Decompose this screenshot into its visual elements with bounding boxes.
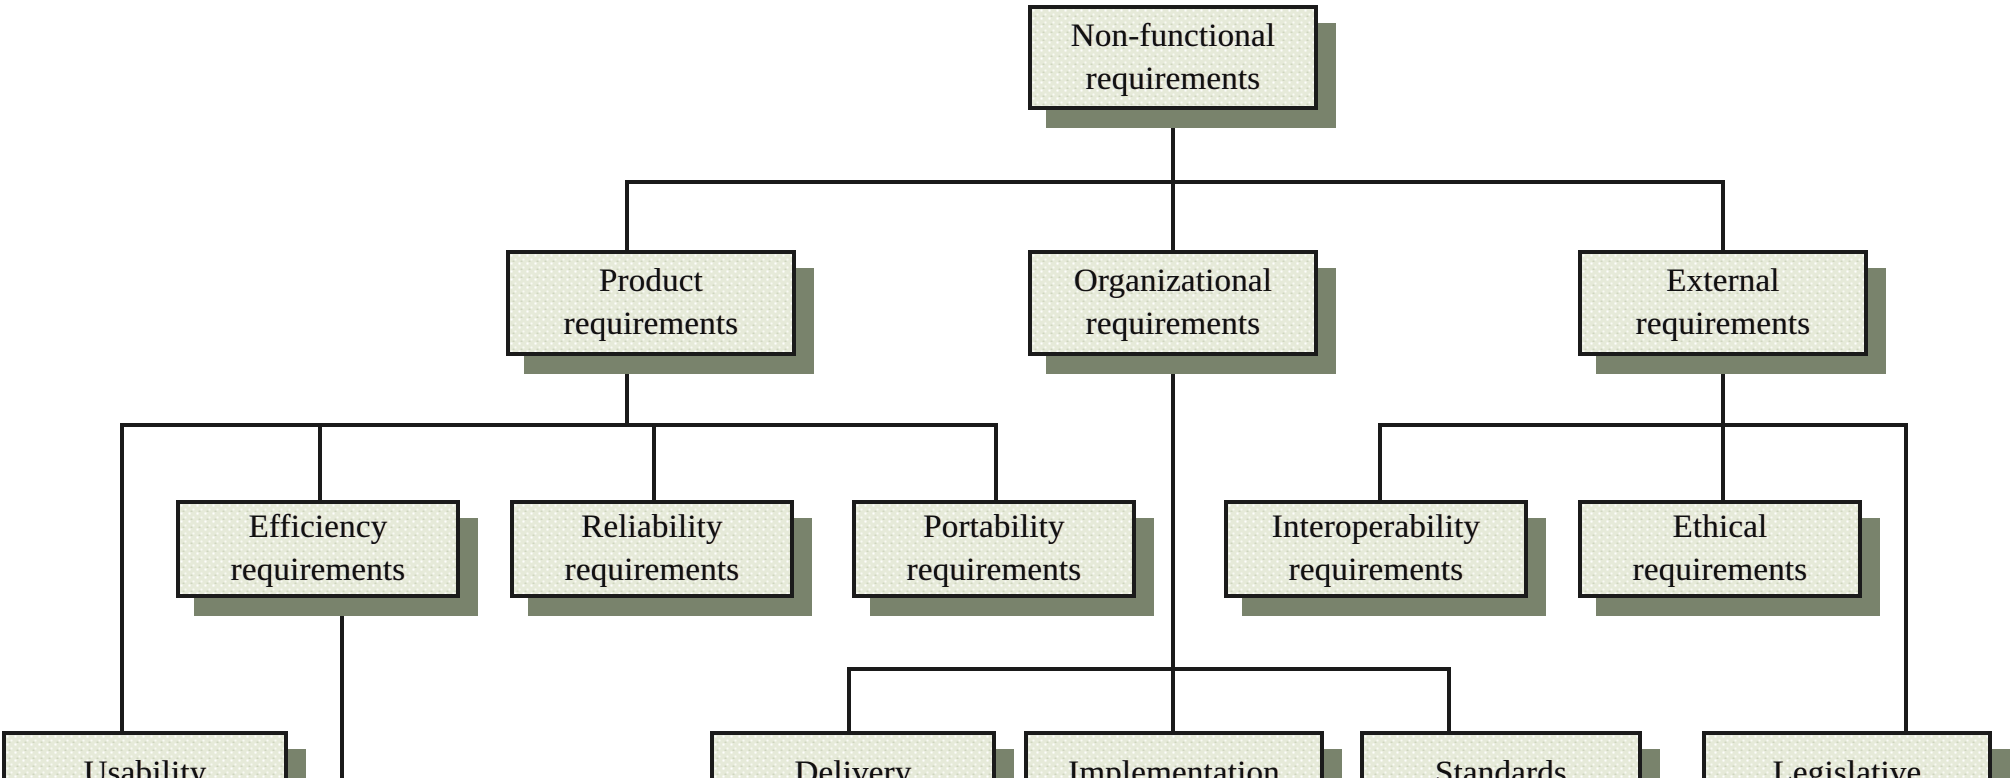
node-box: Legislative (1702, 731, 1992, 778)
node-portability-requirements[interactable]: Portability requirements (852, 500, 1154, 616)
node-nonfunctional-requirements[interactable]: Non-functional requirements (1028, 5, 1336, 128)
node-label: External requirements (1635, 263, 1811, 342)
node-delivery[interactable]: Delivery (710, 731, 1014, 778)
node-box: Organizational requirements (1028, 250, 1318, 356)
connector-efficiency-stem (340, 598, 344, 778)
node-label: Standards (1435, 754, 1567, 778)
node-box: Non-functional requirements (1028, 5, 1318, 110)
node-label: Reliability requirements (564, 509, 740, 588)
connector-drop-legislative (1904, 423, 1908, 732)
node-label: Organizational requirements (1073, 263, 1273, 342)
node-standards[interactable]: Standards (1360, 731, 1660, 778)
node-product-requirements[interactable]: Product requirements (506, 250, 814, 374)
node-label: Usability (83, 754, 207, 778)
node-label: Interoperability requirements (1271, 509, 1481, 588)
node-label: Legislative (1772, 754, 1922, 778)
node-ethical-requirements[interactable]: Ethical requirements (1578, 500, 1880, 616)
node-box: Standards (1360, 731, 1642, 778)
node-interoperability-requirements[interactable]: Interoperability requirements (1224, 500, 1546, 616)
connector-drop-external (1721, 180, 1725, 252)
connector-drop-reliability (652, 423, 656, 502)
node-box: External requirements (1578, 250, 1868, 356)
connector-drop-product (625, 180, 629, 252)
connector-drop-implementation (1171, 667, 1175, 732)
connector-drop-ethical (1721, 423, 1725, 502)
node-label: Ethical requirements (1632, 509, 1808, 588)
connector-drop-portability (994, 423, 998, 502)
node-box: Portability requirements (852, 500, 1136, 598)
node-box: Usability (2, 731, 288, 778)
node-box: Product requirements (506, 250, 796, 356)
connector-drop-organizational (1171, 180, 1175, 252)
node-box: Interoperability requirements (1224, 500, 1528, 598)
node-label: Product requirements (563, 263, 739, 342)
node-label: Non-functional requirements (1070, 17, 1276, 97)
connector-level1-bus (625, 180, 1725, 184)
node-box: Delivery (710, 731, 996, 778)
node-label: Implementation (1068, 754, 1280, 778)
connector-external-bus (1378, 423, 1908, 427)
node-usability[interactable]: Usability (2, 731, 306, 778)
node-label: Portability requirements (906, 509, 1082, 588)
connector-organizational-stem (1171, 356, 1175, 670)
connector-drop-usability (120, 423, 124, 732)
node-external-requirements[interactable]: External requirements (1578, 250, 1886, 374)
connector-drop-standards (1447, 667, 1451, 732)
connector-product-stem (625, 356, 629, 426)
node-legislative[interactable]: Legislative (1702, 731, 2010, 778)
connector-root-stem (1171, 108, 1175, 182)
node-efficiency-requirements[interactable]: Efficiency requirements (176, 500, 478, 616)
connector-drop-efficiency (318, 423, 322, 502)
connector-drop-interoperability (1378, 423, 1382, 502)
node-organizational-requirements[interactable]: Organizational requirements (1028, 250, 1336, 374)
node-label: Delivery (794, 754, 912, 778)
node-box: Implementation (1024, 731, 1324, 778)
node-label: Efficiency requirements (230, 509, 406, 588)
connector-external-stem (1721, 356, 1725, 426)
connector-organizational-bus (847, 667, 1451, 671)
node-box: Ethical requirements (1578, 500, 1862, 598)
connector-drop-delivery (847, 667, 851, 732)
node-implementation[interactable]: Implementation (1024, 731, 1342, 778)
node-box: Reliability requirements (510, 500, 794, 598)
connector-product-bus (120, 423, 998, 427)
node-box: Efficiency requirements (176, 500, 460, 598)
node-reliability-requirements[interactable]: Reliability requirements (510, 500, 812, 616)
